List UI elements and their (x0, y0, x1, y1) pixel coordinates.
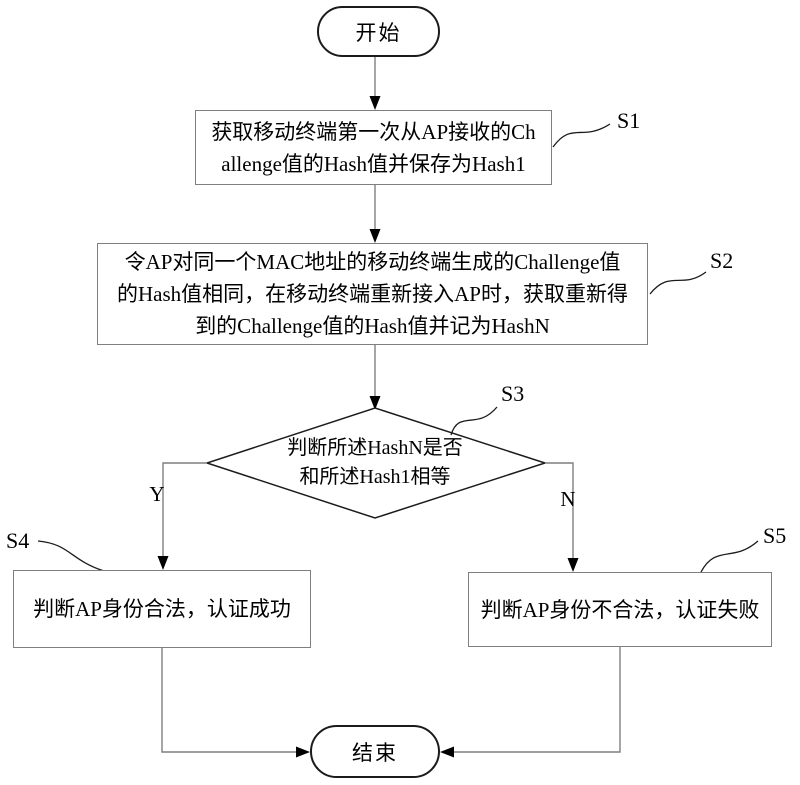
arrowhead-s3 (369, 396, 381, 410)
squiggle-s1 (552, 123, 611, 148)
start-node: 开始 (317, 6, 440, 57)
connector-yes-branch (162, 462, 207, 560)
arrowhead-s4 (157, 556, 169, 570)
squiggle-s4 (37, 540, 105, 572)
arrowhead-s5 (567, 558, 579, 572)
decision-s3-line1: 判断所述HashN是否 (287, 437, 463, 459)
connector-s4-end (161, 648, 300, 753)
branch-label-no: N (560, 487, 576, 511)
process-s2-line2: 的Hash值相同，在移动终端重新接入AP时，获取重新得 (116, 282, 628, 306)
arrowhead-s2 (369, 229, 381, 243)
squiggle-s3 (450, 406, 498, 436)
arrowhead-end-right (440, 746, 454, 758)
process-s1-line1: 获取移动终端第一次从AP接收的Ch (211, 119, 536, 144)
step-label-s1: S1 (617, 108, 641, 133)
connector-s5-end (450, 647, 621, 753)
process-s4-label: 判断AP身份合法，认证成功 (33, 597, 291, 621)
step-label-s4: S4 (6, 528, 30, 553)
decision-diamond (204, 407, 548, 519)
process-s1-line2: allenge值的Hash值并保存为Hash1 (221, 151, 526, 176)
squiggle-s2 (649, 271, 707, 295)
end-label: 结束 (352, 740, 398, 765)
branch-label-yes: Y (149, 482, 165, 506)
arrowhead-s1 (369, 96, 381, 110)
process-s5-label: 判断AP身份不合法，认证失败 (480, 597, 760, 622)
process-s4: 判断AP身份合法，认证成功 (13, 570, 311, 648)
arrowhead-end-left (296, 746, 310, 758)
step-label-s3: S3 (501, 381, 525, 406)
step-label-s5: S5 (763, 523, 787, 548)
step-label-s2: S2 (710, 248, 734, 273)
process-s1: 获取移动终端第一次从AP接收的Ch allenge值的Hash值并保存为Hash… (195, 110, 552, 185)
process-s5: 判断AP身份不合法，认证失败 (468, 572, 772, 647)
decision-s3-text: 判断所述HashN是否 和所述Hash1相等 (240, 420, 510, 506)
process-s2-line1: 令AP对同一个MAC地址的移动终端生成的Challenge值 (124, 250, 621, 274)
connector-no-branch (545, 462, 574, 562)
squiggle-s5 (700, 540, 759, 573)
decision-s3-line2: 和所述Hash1相等 (299, 466, 451, 488)
end-node: 结束 (310, 725, 440, 778)
start-label: 开始 (355, 20, 402, 45)
process-s2-line3: 到的Challenge值的Hash值并记为HashN (195, 314, 550, 338)
process-s2: 令AP对同一个MAC地址的移动终端生成的Challenge值 的Hash值相同，… (97, 243, 648, 345)
